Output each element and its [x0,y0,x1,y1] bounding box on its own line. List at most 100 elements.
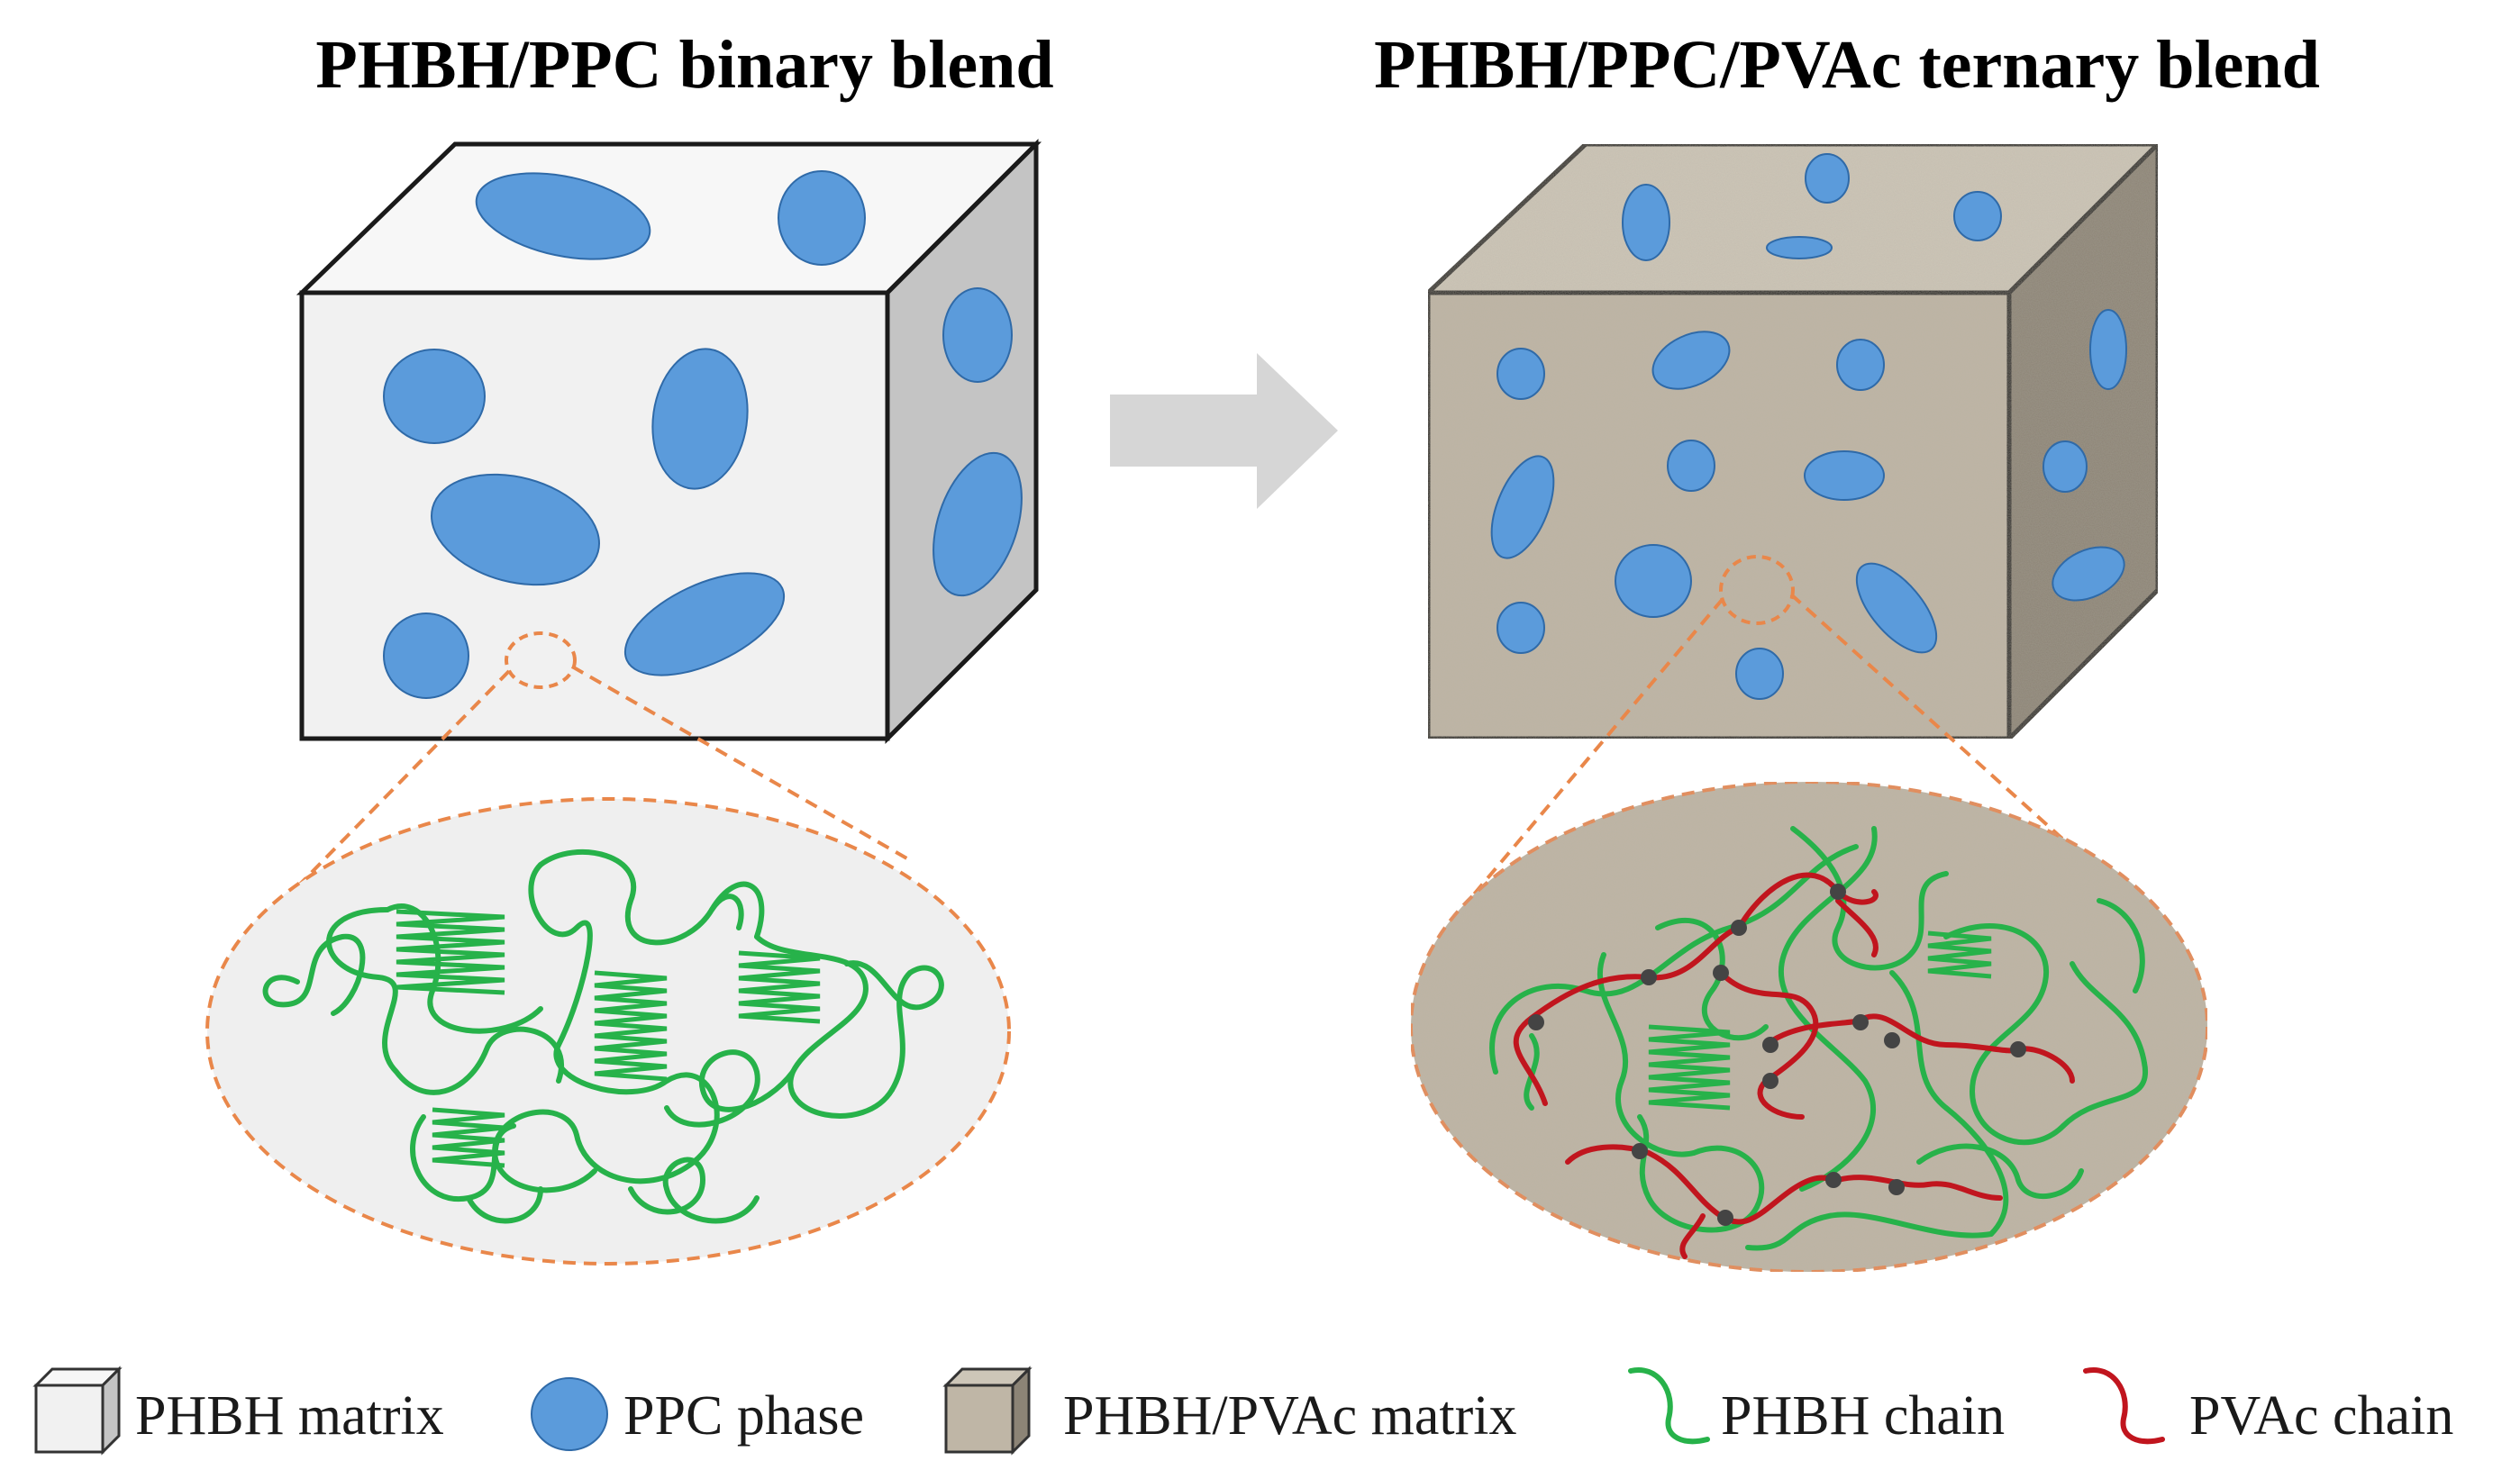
phbh-lamella [1927,930,1992,979]
ppc-droplet [431,473,600,586]
ppc-droplet [1766,236,1833,259]
phbh-lamella [1648,1024,1731,1111]
phbh-chain [466,894,744,1224]
phbh-chain [1790,826,1949,971]
legend-swatch-phbh-chain [1628,1366,1710,1445]
legend-item-phbh-matrix: PHBH matrix [32,1366,444,1456]
binary-magnified-region [205,797,1011,1266]
phbh-chain [628,1157,760,1224]
ppc-droplet [1667,440,1715,492]
ternary-zoom-line-right [1789,593,2101,874]
ppc-droplet [1805,153,1850,204]
junction-dot [1713,965,1729,981]
ppc-droplet [1651,331,1731,390]
ppc-droplet [2089,309,2127,390]
legend-swatch-ppc-phase [531,1377,608,1451]
ppc-droplet [778,170,866,266]
legend-label: PVAc chain [2189,1385,2453,1447]
legend-item-phbh-chain: PHBH chain [1628,1366,2005,1447]
binary-blend-cube [205,138,1042,1266]
phbh-lamellar-folds-binary [396,909,821,1168]
ppc-droplet [1622,184,1670,261]
legend-item-phbh-pvac-matrix: PHBH/PVAc matrix [942,1366,1517,1456]
ppc-droplet [651,348,749,490]
ternary-blend-cube [1409,138,2209,1274]
phbh-chain [1637,1114,1765,1233]
junction-dot [1762,1073,1779,1089]
legend-item-pvac-chain: PVAc chain [2083,1366,2453,1447]
junction-dot [2010,1041,2026,1057]
junction-dot [1731,920,1747,936]
ppc-droplet [475,172,651,260]
phbh-lamellar-folds-ternary [1648,930,1992,1111]
phbh-chain [326,907,564,1095]
junction-dot [1717,1210,1733,1226]
ppc-droplet [383,349,486,444]
phbh-chain [1943,923,2066,1146]
junction-dot [1888,1179,1905,1195]
phbh-chain [1916,1143,2084,1199]
binary-zoom-line-left [282,669,511,903]
legend-swatch-phbh-matrix [32,1366,123,1456]
binary-zoom-line-right [571,665,911,862]
phbh-chain [1889,970,2009,1237]
pvac-chain [1835,898,1879,957]
ppc-droplet [1953,191,2002,241]
legend-label: PHBH chain [1721,1385,2005,1447]
ppc-droplet [1497,602,1545,654]
ppc-droplet [1855,562,1938,654]
phbh-chain [538,849,765,946]
junction-dot [1852,1014,1869,1030]
ppc-droplet [1735,648,1784,700]
ppc-droplet [383,612,469,699]
phbh-chain [1745,1211,1994,1251]
phbh-lamella [594,970,668,1082]
pvac-chain [1835,1175,2003,1201]
legend-label: PHBH matrix [135,1385,444,1447]
junction-dot [1762,1037,1779,1053]
junction-dot [1825,1172,1842,1188]
junction-dot [1641,969,1657,985]
phbh-lamella [738,950,821,1024]
junction-dot [1528,1014,1544,1030]
binary-blend-title: PHBH/PPC binary blend [315,27,1053,103]
phbh-chain [844,960,944,1093]
pvac-chain [1718,970,1819,1120]
phbh-chain-network-binary [262,849,944,1224]
phbh-chain [262,933,366,1016]
ternary-zoom-line-left [1467,597,1724,903]
ppc-droplet [1497,348,1545,400]
legend-swatch-pvac-chain [2083,1366,2165,1445]
pvac-chain [1513,925,1742,1106]
junction-dot [1884,1032,1900,1048]
pvac-chain [1736,872,1879,930]
phbh-chain [528,862,669,1095]
phbh-chain-network-ternary [1489,826,2149,1251]
ternary-zoom-marker [1719,555,1795,625]
junction-dot [1632,1143,1648,1159]
phbh-chain [1655,918,1769,1041]
phbh-chain [2061,961,2149,1129]
ppc-droplet [623,572,786,676]
ppc-droplet [942,287,1013,383]
phbh-chain [492,1072,720,1193]
ppc-droplet [1615,544,1692,618]
ppc-droplet [932,451,1023,597]
legend-item-ppc-phase: PPC phase [531,1377,864,1451]
ppc-droplet [1836,339,1885,391]
junction-dot [1830,884,1846,900]
phbh-chain [1597,952,1697,1157]
legend: PHBH matrix PPC phase PHBH/PVAc matrix P… [32,1366,2453,1456]
ternary-blend-title: PHBH/PPC/PVAc ternary blend [1374,27,2320,103]
ppc-droplet [2042,440,2088,493]
pvac-chain [1679,1213,1706,1259]
legend-label: PPC phase [623,1385,864,1447]
ppc-droplet [2051,546,2125,602]
phbh-lamella [432,1107,505,1168]
transition-arrow [1110,353,1338,509]
ppc-droplet [1490,455,1555,559]
ppc-phase-domains-ternary [1490,153,2127,700]
ppc-phase-domains-binary [383,170,1023,699]
